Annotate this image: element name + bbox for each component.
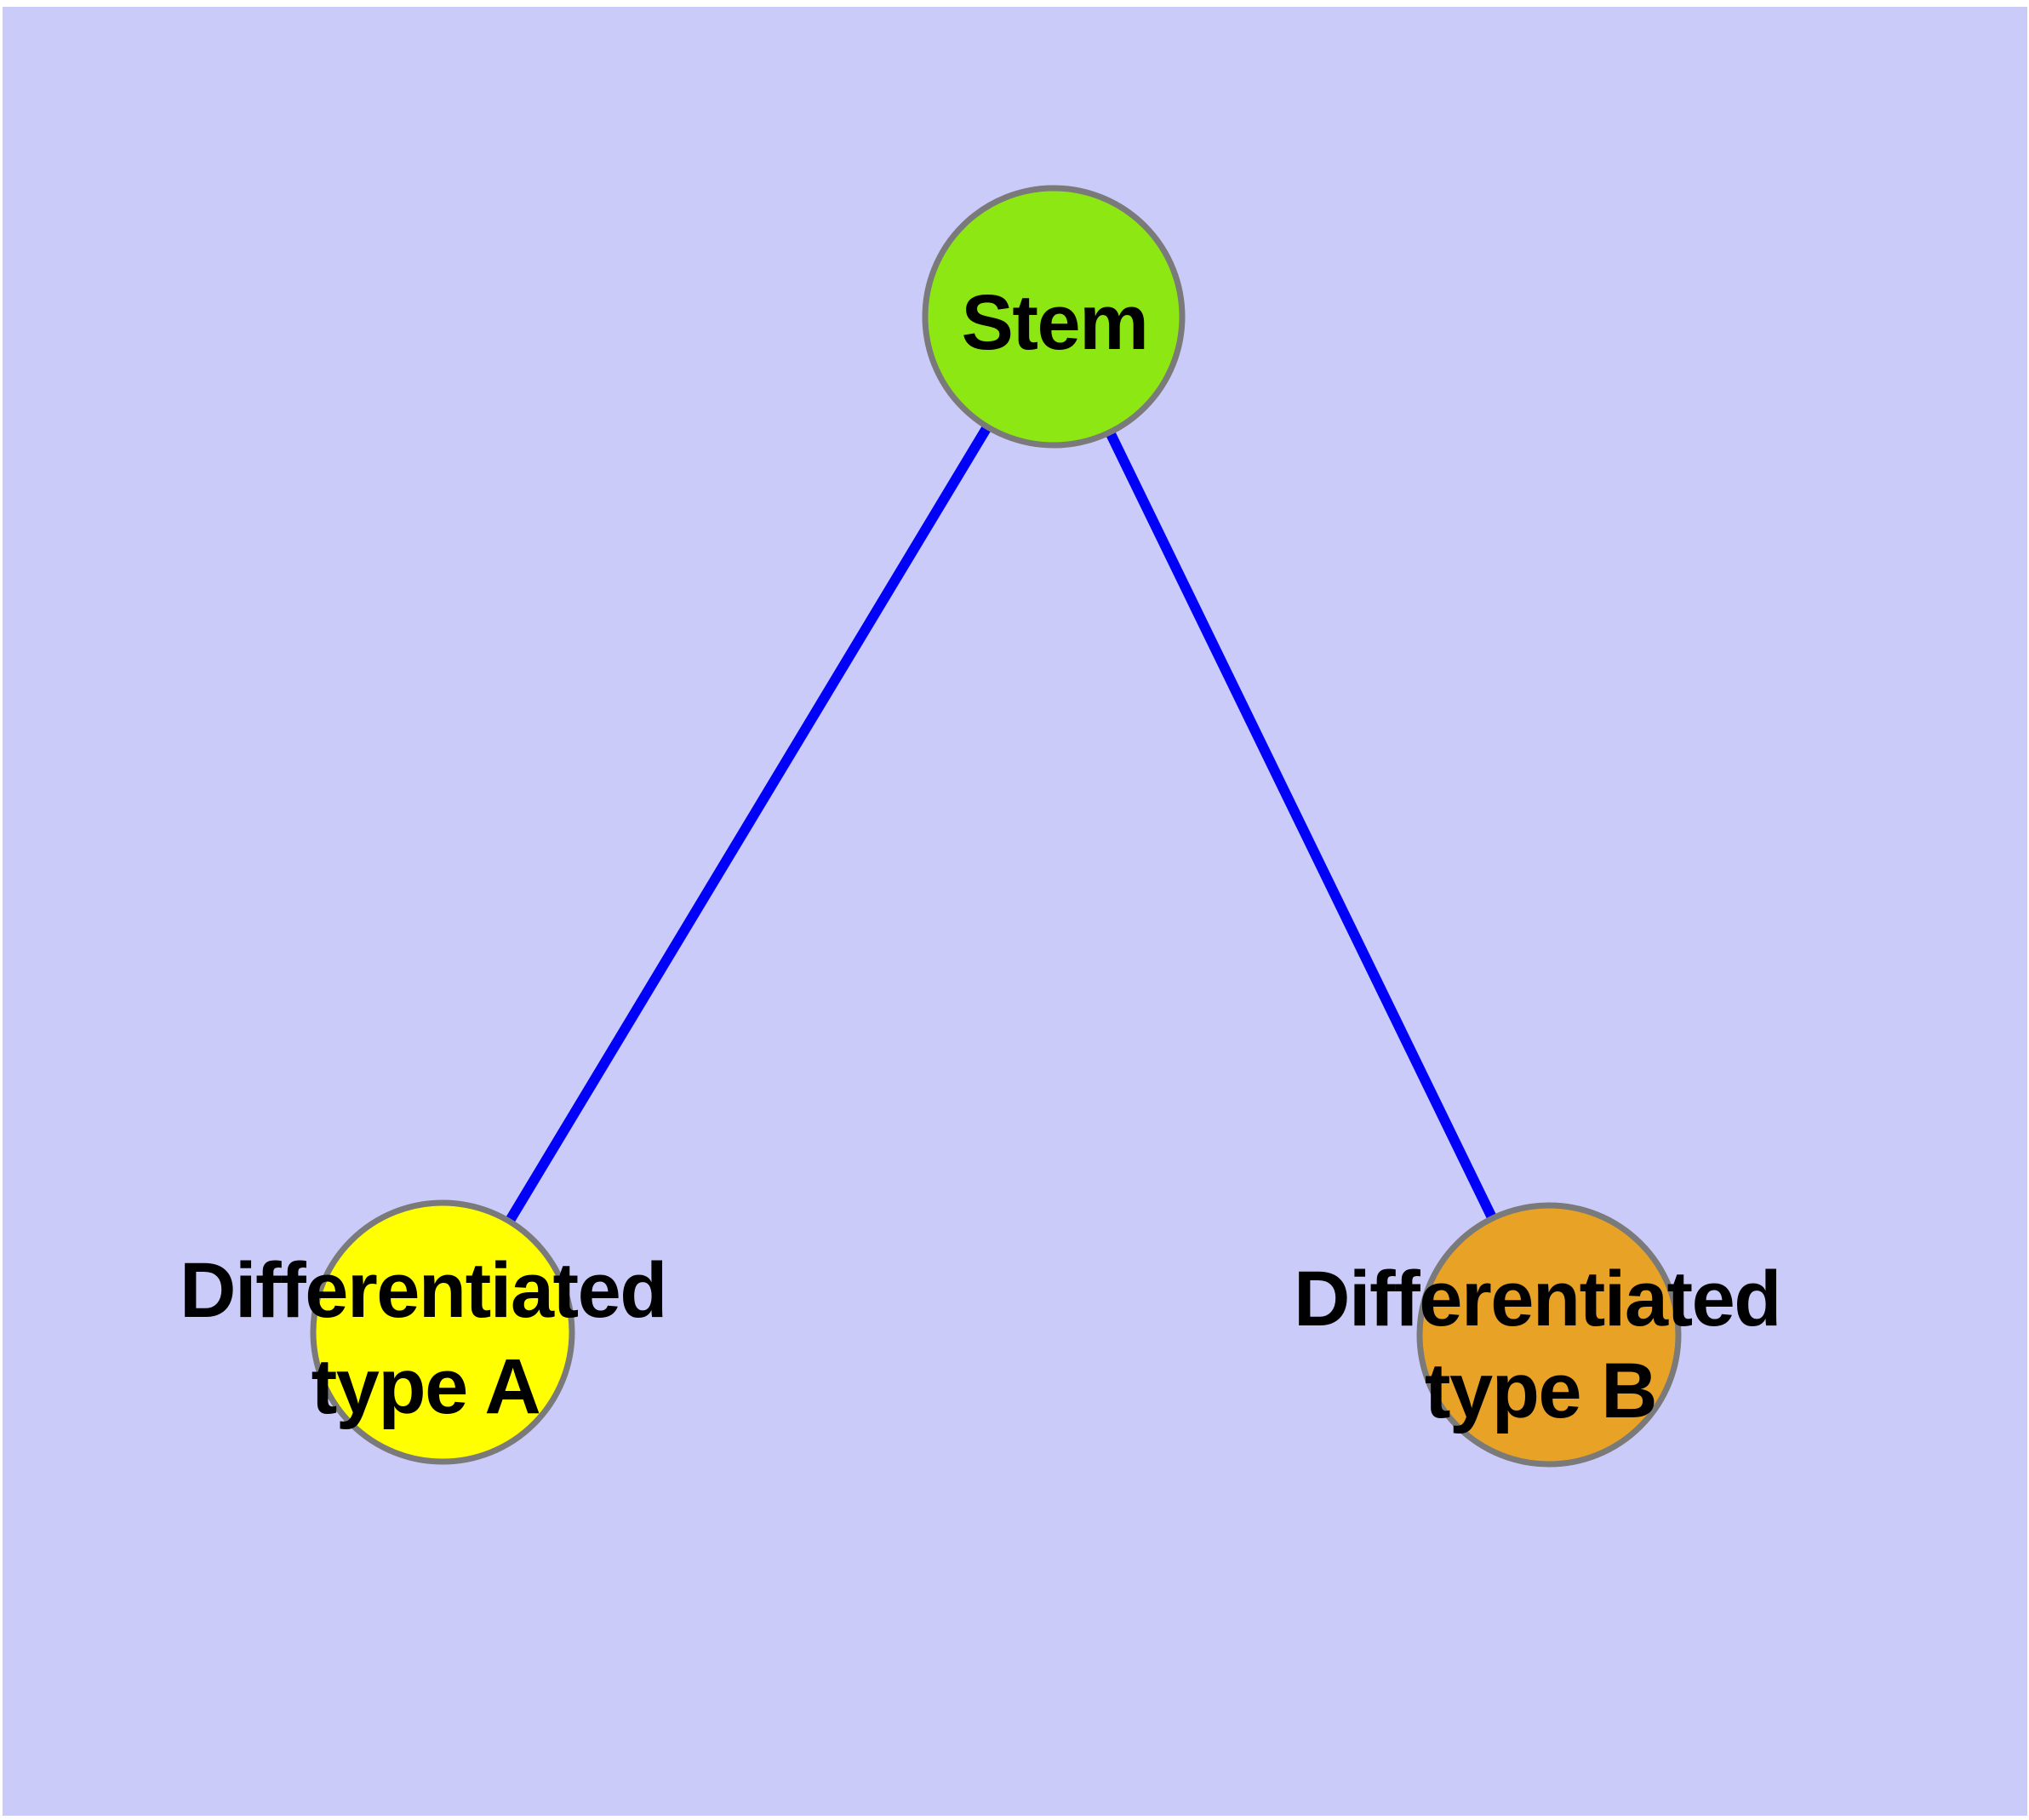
node-type-a-label-line2: type A bbox=[311, 1343, 540, 1430]
node-type-a-circle bbox=[310, 1199, 575, 1465]
node-type-b-label-line1: Differentiated bbox=[1294, 1256, 1780, 1342]
node-type-a-label-line1: Differentiated bbox=[180, 1247, 666, 1334]
edge-stem-to-type-a bbox=[437, 313, 1059, 1336]
node-type-b-circle bbox=[1416, 1202, 1682, 1468]
node-stem-circle bbox=[922, 185, 1186, 449]
edge-stem-to-type-b bbox=[1049, 314, 1554, 1337]
node-type-b-label-line2: type B bbox=[1425, 1348, 1656, 1434]
node-stem-label: Stem bbox=[962, 279, 1148, 366]
